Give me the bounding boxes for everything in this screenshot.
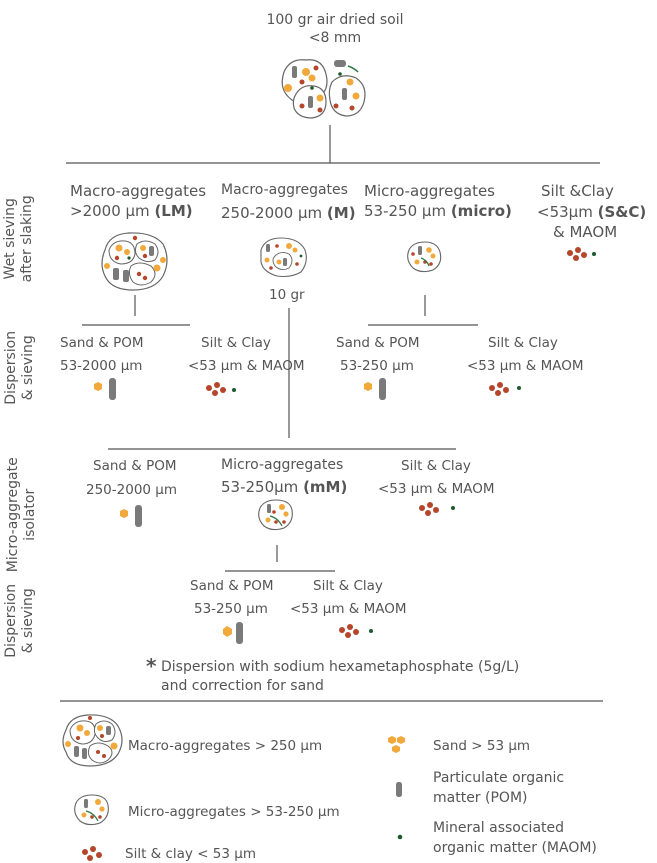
micro-label-line1: Micro-aggregates	[364, 182, 496, 200]
disp1-right-sc-line2: <53 µm & MAOM	[467, 358, 584, 374]
iso-sc-line1: Silt & Clay	[401, 458, 471, 474]
legend-pom-line2: matter (POM)	[433, 790, 528, 806]
legend-maom-icon	[397, 834, 403, 840]
legend-silt-clay-icon	[82, 846, 102, 861]
micro-label-line2: 53-250 µm (micro)	[364, 202, 512, 220]
disp1-right-pom-line1: Sand & POM	[336, 335, 420, 351]
sand-pom-icon	[364, 378, 386, 400]
silt-clay-maom-icon	[339, 624, 373, 638]
sand-pom-icon	[120, 505, 142, 527]
soil-aggregate-icon	[281, 59, 366, 119]
disp1-left-pom-line2: 53-2000 µm	[60, 358, 143, 374]
iso-pom-line2: 250-2000 µm	[86, 482, 178, 498]
sand-pom-icon	[223, 622, 243, 644]
m-label-line1: Macro-aggregates	[221, 182, 348, 198]
disp1-left-pom-line1: Sand & POM	[60, 335, 144, 351]
lm-label-line2: >2000 µm (LM)	[70, 202, 193, 220]
legend-micro-aggregate-icon	[74, 794, 109, 826]
sc-label-line2: <53µm (S&C)	[537, 203, 647, 221]
legend-pom-line1: Particulate organic	[433, 770, 565, 786]
disp2-pom-line1: Sand & POM	[190, 578, 274, 594]
footnote-asterisk: *	[146, 654, 157, 678]
silt-clay-maom-icon	[419, 502, 455, 516]
legend-macro-label: Macro-aggregates > 250 µm	[128, 738, 323, 754]
disp1-left-sc-line2: <53 µm & MAOM	[188, 358, 305, 374]
macro-aggregate-icon	[260, 237, 307, 278]
sc-label-line3: & MAOM	[553, 223, 618, 241]
legend-micro-label: Micro-aggregates > 53-250 µm	[128, 804, 340, 820]
legend-sand-label: Sand > 53 µm	[433, 738, 531, 754]
m-note-10gr: 10 gr	[269, 287, 305, 303]
lm-label-line1: Macro-aggregates	[70, 182, 207, 200]
footnote-line1: Dispersion with sodium hexametaphosphate…	[161, 659, 520, 675]
legend-macro-aggregate-icon	[62, 714, 123, 767]
side-label-dispersion-1: Dispersion& sieving	[3, 330, 36, 405]
side-label-dispersion-2: Dispersion& sieving	[3, 583, 36, 658]
top-title: 100 gr air dried soil	[266, 12, 404, 28]
legend-siltclay-label: Silt & clay < 53 µm	[125, 846, 257, 862]
legend-maom-line1: Mineral associated	[433, 820, 565, 836]
disp1-right-sc-line1: Silt & Clay	[488, 335, 558, 351]
micro-aggregate-icon	[258, 499, 293, 531]
legend-pom-icon	[396, 782, 402, 797]
disp2-sc-line1: Silt & Clay	[313, 578, 383, 594]
iso-mm-line2: 53-250µm (mM)	[221, 478, 348, 496]
disp1-right-pom-line2: 53-250 µm	[340, 358, 414, 374]
footnote-line2: and correction for sand	[161, 678, 324, 694]
iso-mm-line1: Micro-aggregates	[221, 457, 344, 473]
sc-label-line1: Silt &Clay	[541, 182, 614, 200]
iso-sc-line2: <53 µm & MAOM	[378, 481, 495, 497]
iso-pom-line1: Sand & POM	[93, 458, 177, 474]
legend-sand-icon	[388, 736, 405, 753]
micro-aggregate-icon	[407, 241, 442, 273]
silt-clay-maom-icon	[489, 382, 521, 396]
disp1-left-sc-line1: Silt & Clay	[201, 335, 271, 351]
sand-pom-icon	[94, 378, 116, 400]
m-label-line2: 250-2000 µm (M)	[221, 204, 356, 222]
silt-clay-maom-icon	[206, 382, 236, 396]
silt-clay-maom-icon	[567, 247, 596, 261]
disp2-sc-line2: <53 µm & MAOM	[290, 601, 407, 617]
disp2-pom-line2: 53-250 µm	[194, 601, 268, 617]
legend-maom-line2: organic matter (MAOM)	[433, 840, 597, 856]
top-subtitle: <8 mm	[308, 30, 362, 46]
large-macro-aggregate-icon	[101, 232, 168, 291]
